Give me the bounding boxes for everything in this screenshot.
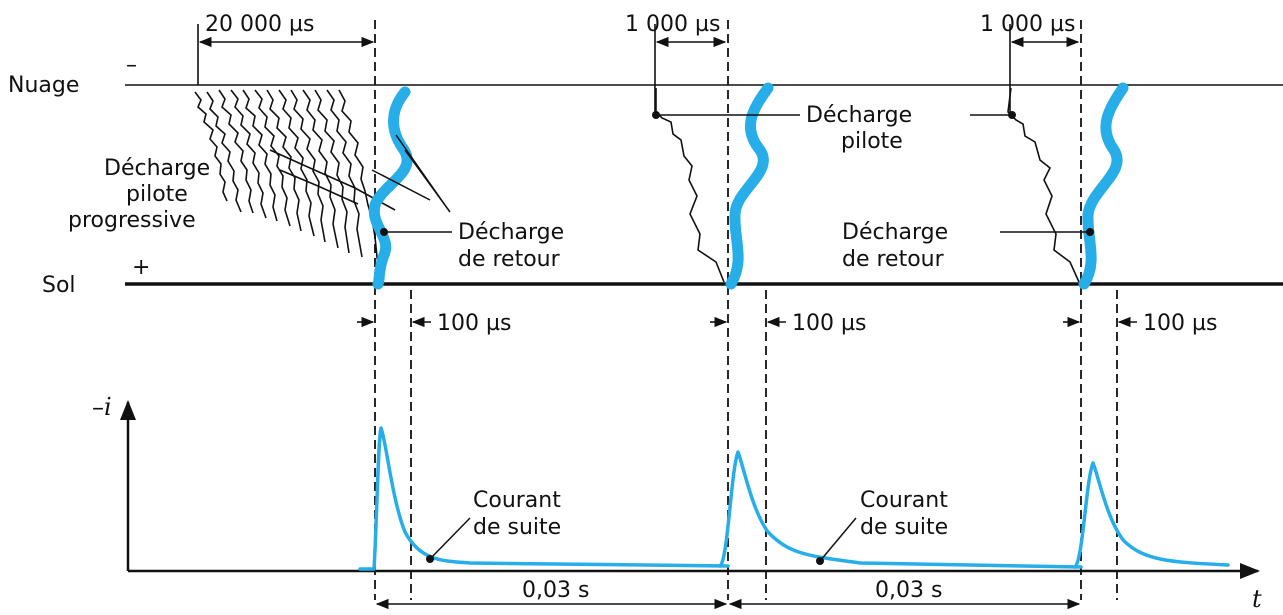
label-return-2-line2: de retour [842,247,945,272]
label-return-2-line1: Décharge [842,220,948,245]
duration-label-2: 100 µs [792,311,866,336]
return-stroke-1 [368,86,413,290]
label-dart-line2: pilote [841,129,903,154]
label-progressive-line2: pilote [126,182,188,207]
cloud-label: Nuage [8,73,79,98]
gap-label-2: 0,03 s [875,578,942,603]
x-axis-label: t [1252,585,1262,613]
duration-label-1: 100 µs [437,311,511,336]
label-continuing-2-line1: Courant [860,488,948,513]
label-dart-line1: Décharge [806,103,912,128]
cloud-sign: – [126,53,137,78]
dart-leader-3 [1007,87,1080,283]
current-pulse-3 [1073,461,1230,569]
ground-label: Sol [42,273,76,298]
label-continuing-1-line2: de suite [473,515,561,540]
label-return-1-line1: Décharge [458,220,564,245]
label-progressive-line3: progressive [68,208,196,233]
interval-label-1: 20 000 µs [205,12,314,37]
interval-label-2: 1 000 µs [625,12,720,37]
interval-label-3: 1 000 µs [980,12,1075,37]
gap-label-1: 0,03 s [522,578,589,603]
stepped-leader-branches [194,89,396,268]
return-stroke-2 [725,82,774,290]
y-axis-label: –i [92,393,112,421]
label-progressive-line1: Décharge [104,156,210,181]
dart-leader-2 [655,88,725,283]
return-stroke-3 [1078,82,1129,290]
ground-sign: + [132,255,150,280]
label-continuing-2-line2: de suite [860,515,948,540]
current-pulse-2 [718,450,1083,569]
label-continuing-1-line1: Courant [473,488,561,513]
duration-label-3: 100 µs [1143,311,1217,336]
label-return-1-line2: de retour [458,247,561,272]
